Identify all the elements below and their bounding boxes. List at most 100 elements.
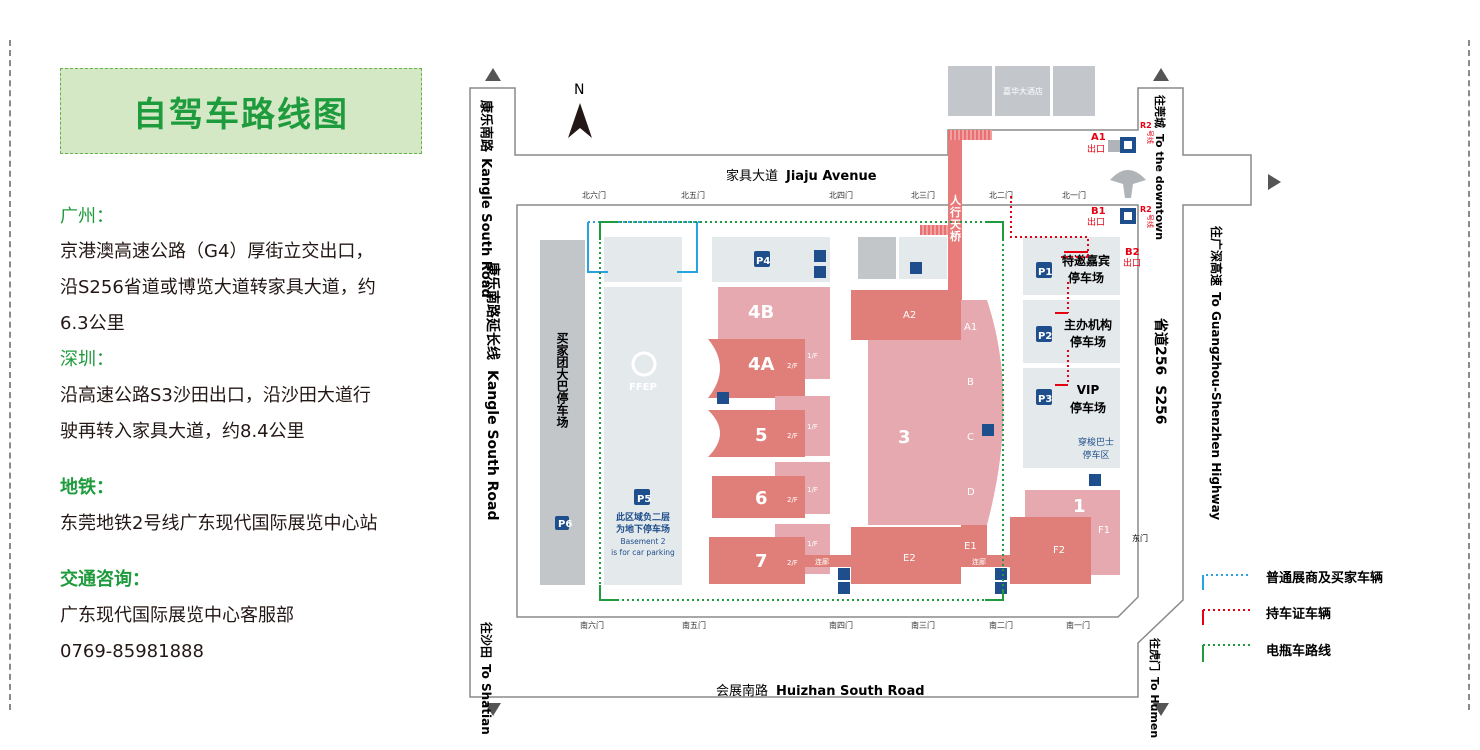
p5-icon: P5 xyxy=(634,489,651,505)
legend-shuttle-label: 电瓶车路线 xyxy=(1266,643,1331,659)
shuttle-area xyxy=(1023,430,1120,468)
hall-3-north-lot xyxy=(899,237,947,279)
corridor-east xyxy=(961,555,1011,567)
bridge-bottom-deck xyxy=(920,225,948,235)
road-left-label: 康乐南路Kangle South Road xyxy=(478,100,494,298)
to-downtown-label: 往莞城To the downtown xyxy=(1153,95,1167,240)
right-dashed-border xyxy=(1468,40,1470,710)
svg-text:出口: 出口 xyxy=(1087,216,1105,228)
hall-1-label: 1 xyxy=(1073,496,1086,517)
hall-6 xyxy=(712,476,805,518)
elevator-icon-south xyxy=(838,568,850,594)
svg-text:B2: B2 xyxy=(1125,247,1140,258)
south-gate-5: 南五门 xyxy=(682,620,706,630)
north-gate-4: 北四门 xyxy=(829,190,853,200)
shuttle-label-1: 穿梭巴士 xyxy=(1078,436,1114,448)
north-gate-3: 北三门 xyxy=(911,190,935,200)
p1-label-1: 特邀嘉宾 xyxy=(1062,253,1110,268)
svg-text:A1: A1 xyxy=(1091,132,1106,143)
svg-text:P4: P4 xyxy=(756,256,770,267)
metro-icon-b xyxy=(1120,208,1136,224)
hall-c-label: C xyxy=(967,432,974,443)
p5-en-line1: Basement 2 xyxy=(620,537,665,546)
metro-line-b: 号线 xyxy=(1146,214,1155,228)
route-exhibitor-left xyxy=(587,222,608,273)
metro-r2-a: R2 xyxy=(1140,121,1152,130)
hotel-building xyxy=(948,66,1095,116)
corridor-west-label: 连廊 xyxy=(815,557,829,566)
elevator-icon xyxy=(814,250,826,278)
hall-f2 xyxy=(1010,517,1091,584)
hall-a2 xyxy=(851,290,961,340)
basement-top-area xyxy=(604,237,682,282)
road-left-ext-label: 康乐南路延长线Kangle South Road xyxy=(484,262,501,521)
legend-exhibitor: 普通展商及买家车辆 xyxy=(1202,570,1383,590)
elevator-icon-east xyxy=(995,568,1007,594)
east-gate-label: 东门 xyxy=(1132,533,1148,543)
hall-a1-label: A1 xyxy=(964,322,977,333)
hall-e1 xyxy=(961,525,987,555)
bridge-span xyxy=(948,140,962,240)
arrow-up-right-icon xyxy=(1153,68,1169,81)
legend-shuttle: 电瓶车路线 xyxy=(1202,643,1331,662)
bridge-label: 人行天桥 xyxy=(950,194,961,243)
hall-5-floor2: 2/F xyxy=(787,432,798,440)
hall-6-label: 6 xyxy=(755,488,768,509)
hall-5 xyxy=(708,410,805,457)
hall-7-floor1: 1/F xyxy=(807,540,818,548)
north-label: N xyxy=(574,82,584,98)
venue-block-outline xyxy=(516,204,1139,618)
legend-exhibitor-label: 普通展商及买家车辆 xyxy=(1266,570,1383,586)
hall-3 xyxy=(868,300,1004,525)
hall-7 xyxy=(709,537,805,584)
arrow-up-left-icon xyxy=(485,68,501,81)
hall-4a-label: 4A xyxy=(748,354,775,375)
hall-f1 xyxy=(1091,490,1120,575)
p3-label-2: 停车场 xyxy=(1070,400,1106,415)
p5-cn-line2: 为地下停车场 xyxy=(616,523,670,535)
metro-r2-b: R2 xyxy=(1140,205,1152,214)
road-outline xyxy=(469,87,1252,698)
south-gate-3: 南三门 xyxy=(911,620,935,630)
bridge-top-deck xyxy=(948,130,992,140)
metro-station-icon xyxy=(1110,170,1146,198)
hall-b-label: B xyxy=(967,377,974,388)
north-gate-6: 北六门 xyxy=(582,190,606,200)
svg-text:B1: B1 xyxy=(1091,206,1106,217)
metro-exit-b1: B1 出口 xyxy=(1087,206,1106,228)
hall-6-floor2: 2/F xyxy=(787,496,798,504)
guangzhou-heading: 广州： xyxy=(60,206,114,227)
p2-icon: P2 xyxy=(1036,326,1052,342)
arrow-down-left-icon xyxy=(485,703,501,716)
ffep-logo-text: FFEP xyxy=(629,382,657,393)
hall-4a-floor1: 1/F xyxy=(807,352,818,360)
p6-icon: P6 xyxy=(555,516,572,530)
accessible-icon-east xyxy=(982,424,994,436)
grey-block xyxy=(858,237,896,279)
p2-label-1: 主办机构 xyxy=(1064,317,1112,332)
arrow-east-icon xyxy=(1268,174,1281,190)
bus-parking-label: 买家团大巴停车场 xyxy=(555,332,569,429)
corridor-west xyxy=(805,555,851,567)
hall-4a xyxy=(708,339,805,398)
to-shatian-label: 往沙田To Shatian xyxy=(479,622,494,735)
south-gate-1: 南一门 xyxy=(1066,620,1090,630)
hall-f2-label: F2 xyxy=(1053,545,1065,556)
legend-permit-label: 持车证车辆 xyxy=(1266,606,1331,622)
p4-icon: P4 xyxy=(754,251,770,267)
hall-5-label: 5 xyxy=(755,425,768,446)
road-right-label: 省道256S256 xyxy=(1152,317,1169,425)
svg-text:P2: P2 xyxy=(1038,331,1052,342)
hall-4b xyxy=(718,287,830,339)
hall-5-floor1: 1/F xyxy=(807,423,818,431)
hall-4a-floor2: 2/F xyxy=(787,362,798,370)
hall-6-floor1: 1/F xyxy=(807,486,818,494)
accessible-icon xyxy=(717,392,729,404)
route-permit-turns xyxy=(1055,251,1088,386)
svg-text:P1: P1 xyxy=(1038,267,1052,278)
hall-d-label: D xyxy=(967,487,975,498)
p1-label-2: 停车场 xyxy=(1068,270,1104,285)
p3-label-1: VIP xyxy=(1077,383,1100,397)
hotel-label: 嘉华大酒店 xyxy=(1003,86,1043,96)
guangzhou-line-3: 6.3公里 xyxy=(60,313,125,334)
